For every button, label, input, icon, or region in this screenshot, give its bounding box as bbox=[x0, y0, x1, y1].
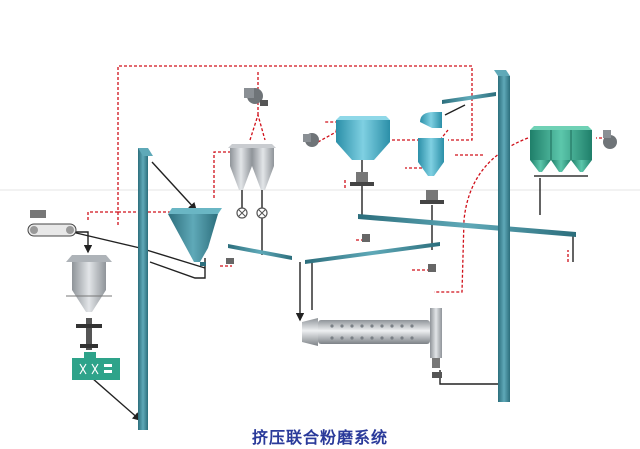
roller-press-icon[interactable] bbox=[76, 318, 102, 350]
ball-mill-icon[interactable] bbox=[302, 308, 442, 368]
valve-icon[interactable] bbox=[236, 207, 268, 219]
air-duct-lines bbox=[87, 65, 607, 293]
belt-conveyor[interactable] bbox=[27, 223, 77, 237]
roller-press-motor-panel[interactable] bbox=[72, 352, 120, 380]
stable-bin[interactable] bbox=[66, 255, 112, 312]
separator-feed-bin[interactable] bbox=[336, 116, 390, 160]
bucket-elevator-right[interactable] bbox=[494, 70, 510, 402]
cyclone-icon[interactable] bbox=[228, 144, 276, 190]
elevator-top-chute[interactable] bbox=[442, 92, 496, 104]
fan-icon[interactable] bbox=[244, 88, 268, 106]
separator-bin-discharge[interactable] bbox=[350, 172, 374, 186]
v-separator[interactable] bbox=[168, 208, 222, 266]
dynamic-separator[interactable] bbox=[418, 112, 444, 204]
bag-filter-icon[interactable] bbox=[530, 126, 592, 177]
diagram-caption: 挤压联合粉磨系统 bbox=[251, 428, 388, 447]
motor-icon[interactable] bbox=[226, 234, 442, 378]
air-slide-conveyors[interactable] bbox=[228, 214, 576, 264]
fan-icon[interactable] bbox=[603, 130, 617, 149]
fan-icon[interactable] bbox=[303, 133, 319, 147]
feed-bin[interactable] bbox=[30, 210, 46, 218]
bucket-elevator-left[interactable] bbox=[138, 148, 153, 430]
